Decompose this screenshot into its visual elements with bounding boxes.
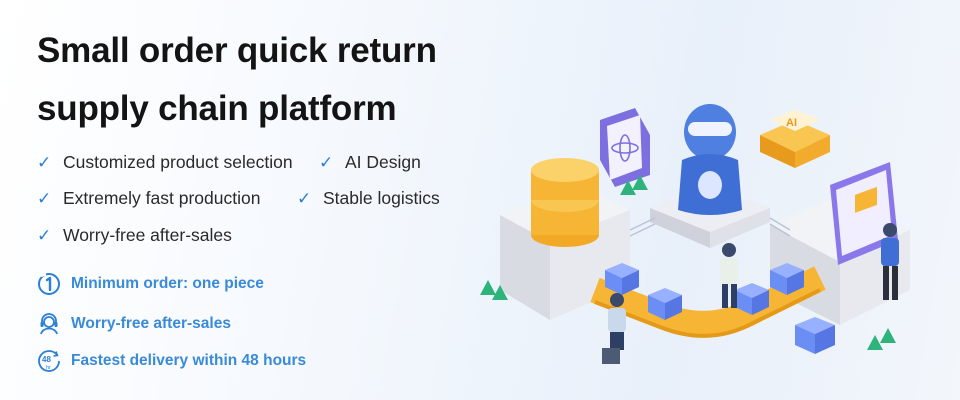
illustration-svg: AI — [480, 104, 910, 364]
feature-list: ✓ Customized product selection ✓ AI Desi… — [37, 148, 507, 258]
feature-item: ✓ Worry-free after-sales — [37, 225, 232, 246]
worker-person-icon — [602, 293, 626, 364]
benefit-label: Worry-free after-sales — [71, 315, 231, 332]
feature-label: AI Design — [345, 152, 421, 172]
tree-icon — [480, 175, 896, 350]
check-icon: ✓ — [297, 188, 312, 208]
check-icon: ✓ — [37, 225, 52, 245]
cube-box-icon — [648, 288, 682, 320]
feature-item: ✓ Extremely fast production — [37, 188, 260, 209]
title-line-2: supply chain platform — [37, 89, 397, 128]
feature-label: Worry-free after-sales — [63, 225, 232, 245]
benefit-item: 48 hr Fastest delivery within 48 hours — [37, 349, 306, 373]
benefit-label: Fastest delivery within 48 hours — [71, 352, 307, 369]
support-headset-icon — [37, 312, 61, 336]
check-icon: ✓ — [37, 152, 52, 172]
title-line-1: Small order quick return — [37, 31, 437, 70]
ai-badge-text: AI — [786, 117, 797, 129]
ai-chip-icon: AI — [760, 110, 830, 168]
cube-box-icon — [770, 263, 804, 295]
screen-panel-icon — [830, 162, 898, 265]
check-icon: ✓ — [319, 152, 334, 172]
robot-icon — [678, 104, 742, 215]
one-piece-icon — [37, 272, 61, 296]
benefit-item: Worry-free after-sales — [37, 312, 231, 336]
atom-card-icon — [600, 108, 650, 187]
page-title: Small order quick return supply chain pl… — [37, 22, 437, 138]
clock-48hr-icon: 48 hr — [37, 349, 61, 373]
benefit-label: Minimum order: one piece — [71, 275, 264, 292]
supply-chain-illustration: AI — [470, 90, 950, 390]
feature-label: Extremely fast production — [63, 188, 261, 208]
check-icon: ✓ — [37, 188, 52, 208]
cube-stack-icon — [795, 317, 835, 354]
feature-item: ✓ Stable logistics — [297, 188, 440, 209]
connector-lines — [629, 217, 791, 237]
feature-item: ✓ AI Design — [319, 152, 421, 173]
worker-person-icon — [881, 223, 899, 300]
clock-unit: hr — [46, 365, 51, 371]
clock-number: 48 — [42, 355, 51, 364]
feature-item: ✓ Customized product selection — [37, 152, 293, 173]
coin-stack-icon — [531, 158, 599, 247]
worker-person-icon — [720, 243, 738, 308]
cube-box-icon — [735, 283, 769, 315]
feature-label: Customized product selection — [63, 152, 293, 172]
benefit-item: Minimum order: one piece — [37, 272, 264, 296]
cube-box-icon — [605, 263, 639, 295]
feature-label: Stable logistics — [323, 188, 440, 208]
